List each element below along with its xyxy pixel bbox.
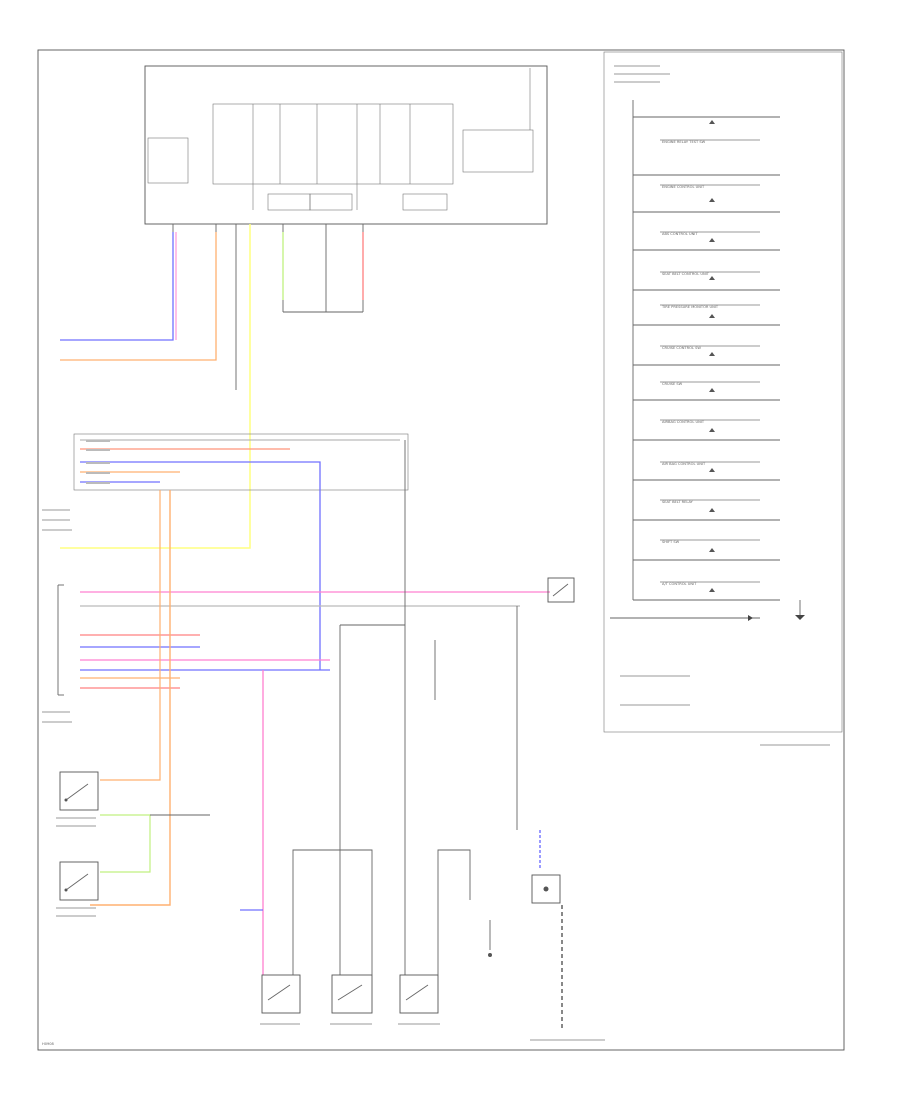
module-item-5: CRUISE CONTROL SW: [662, 346, 701, 350]
diagram-border: [37, 49, 845, 1051]
combination-meter: [144, 65, 548, 225]
module-text-items: ENGINE RELAY TEST SW ENGINE CONTROL UNIT…: [661, 140, 719, 586]
wire-yellow-main: [60, 224, 251, 549]
module-item-7: AIRBAG CONTROL UNIT: [662, 420, 705, 424]
fuel-pump-sensor: [531, 874, 561, 904]
rear-gate-switch: [399, 974, 439, 1014]
left-front-door-switch: [59, 771, 99, 811]
left-rear-door-switch: [59, 861, 99, 901]
module-item-4: TIRE PRESSURE MONITOR UNIT: [661, 305, 719, 309]
wire-green-left: [100, 814, 151, 873]
right-rear-door-switch: [331, 974, 373, 1014]
wire-blue-top: [60, 232, 174, 341]
left-connector-bracket: [57, 584, 64, 696]
wire-orange-upper: [100, 490, 161, 781]
body-module-list: [603, 51, 843, 733]
module-item-10: SHIFT SW: [662, 540, 680, 544]
wire-orange-vertical: [90, 490, 171, 906]
module-item-1: ENGINE CONTROL UNIT: [662, 185, 705, 189]
right-front-door-switch: [261, 974, 301, 1014]
meter-connector-pins: [172, 224, 364, 232]
page-number: H0908: [42, 1042, 55, 1046]
module-item-6: CRUISE SW: [662, 382, 683, 386]
module-item-2: ABS CONTROL UNIT: [662, 232, 698, 236]
module-item-3: SEAT BELT CONTROL UNIT: [662, 272, 710, 276]
bottom-switch-loop: [292, 849, 492, 975]
wire-orange-top: [60, 232, 217, 361]
label-marks: [42, 65, 830, 1041]
module-item-9: SEAT BELT RELAY: [662, 500, 694, 504]
brake-pressure-switch: [547, 577, 575, 603]
module-item-0: ENGINE RELAY TEST SW: [662, 140, 706, 144]
meter-ground-junction: [282, 300, 364, 313]
module-item-8: AIR BAG CONTROL UNIT: [662, 462, 706, 466]
module-item-11: A/T CONTROL UNIT: [662, 582, 697, 586]
junction-connector-block: [73, 433, 409, 670]
module-connector-marks: [709, 120, 715, 592]
